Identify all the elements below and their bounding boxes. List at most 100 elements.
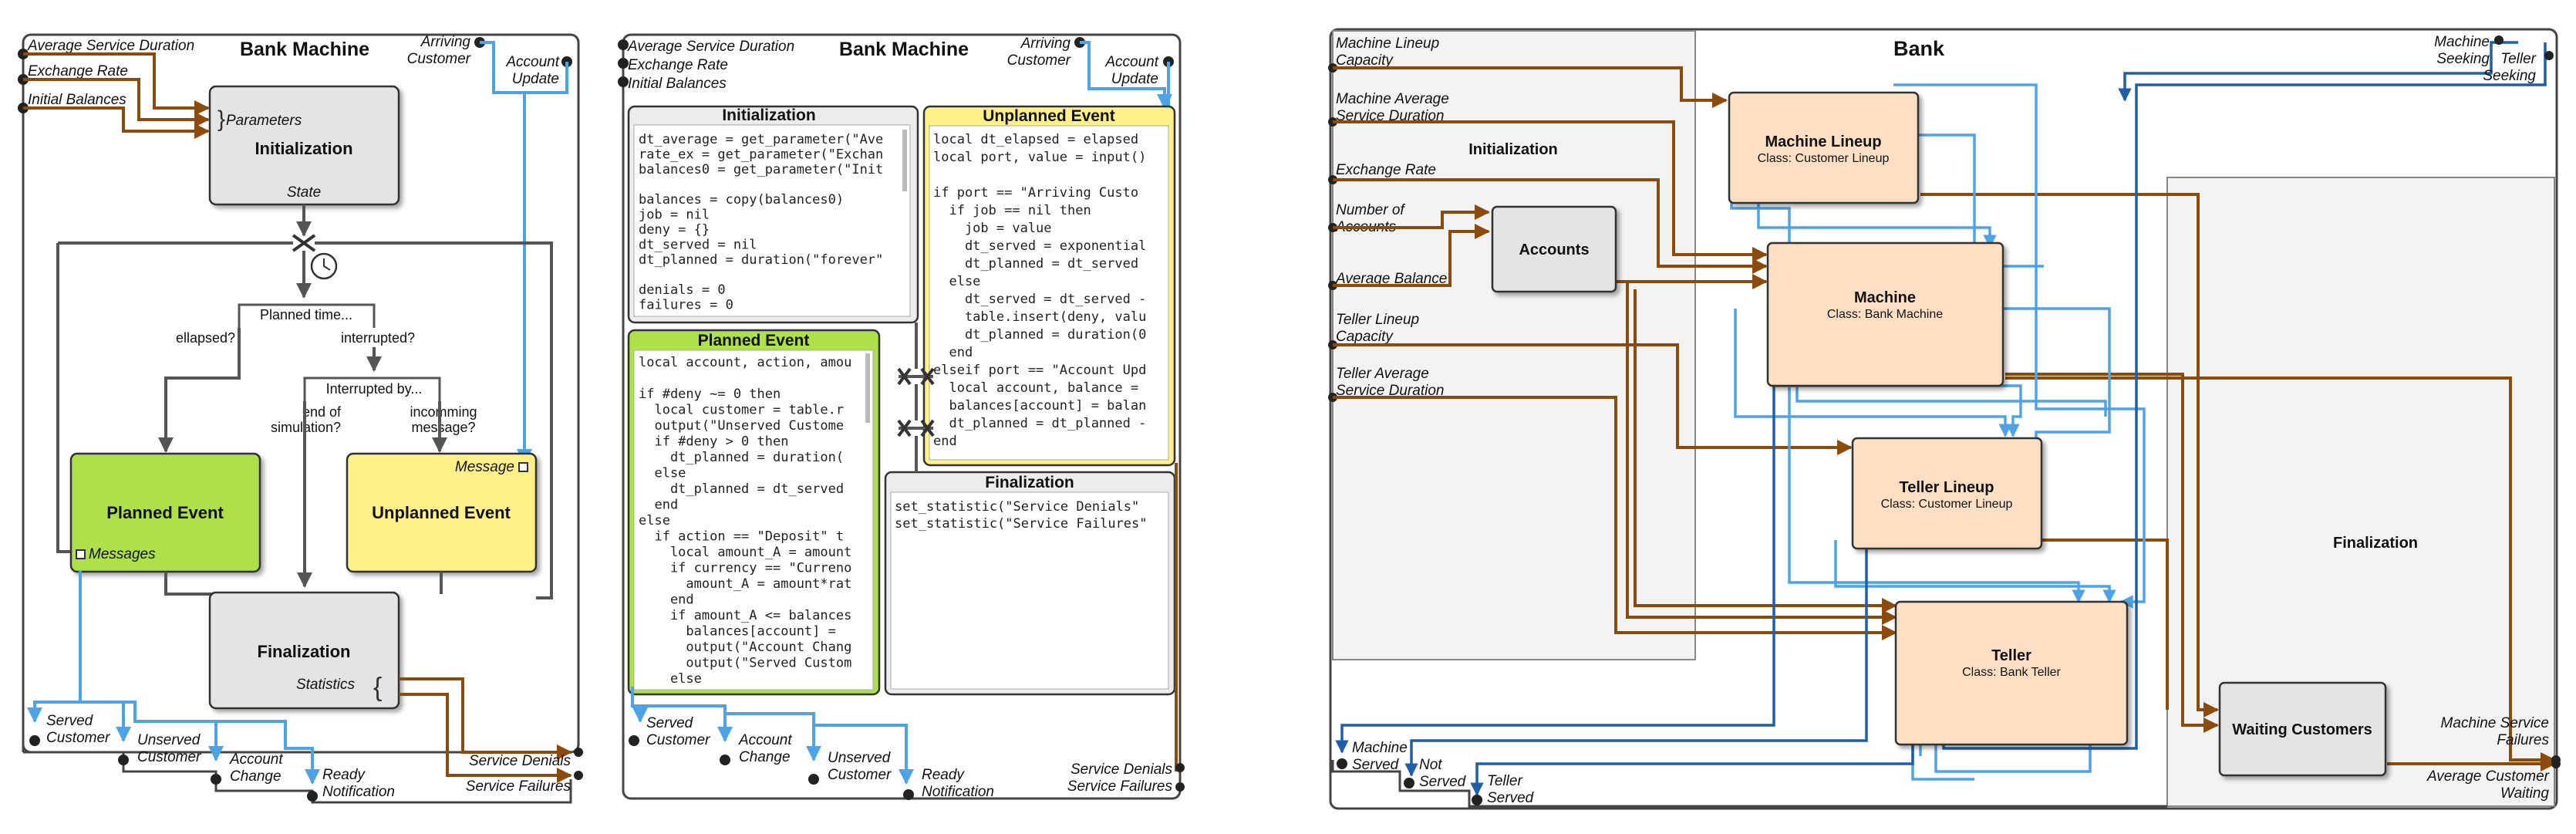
code-line: rate_ex = get_parameter("Exchan bbox=[639, 147, 883, 163]
output-port[interactable] bbox=[118, 755, 129, 765]
connector bbox=[725, 712, 821, 761]
output-label: Waiting bbox=[2500, 785, 2549, 802]
input-port[interactable] bbox=[618, 76, 629, 87]
panel-bank-machine-flow: Bank Machine Average Service Duration Ex… bbox=[18, 33, 583, 804]
brace: } bbox=[217, 106, 225, 132]
output-label: Unserved bbox=[828, 750, 892, 766]
input-label: Exchange Rate bbox=[1336, 162, 1436, 178]
panel1-title: Bank Machine bbox=[240, 39, 369, 60]
decision-label: interrupted? bbox=[341, 330, 415, 346]
update-label: Update bbox=[1111, 71, 1158, 87]
input-port[interactable] bbox=[618, 58, 629, 69]
code-line: dt_planned = dt_served bbox=[639, 481, 844, 497]
output-port[interactable] bbox=[574, 748, 583, 757]
connector bbox=[158, 328, 241, 453]
brace: { bbox=[373, 673, 382, 702]
code-line: else bbox=[639, 513, 670, 528]
scrollbar[interactable] bbox=[902, 130, 907, 191]
input-port[interactable] bbox=[618, 39, 629, 50]
arriving-label: Customer bbox=[1007, 52, 1071, 69]
decision-label: Planned time... bbox=[260, 307, 352, 322]
state-label: State bbox=[287, 184, 321, 201]
panel-bank-machine-code: Bank Machine Average Service Duration Ex… bbox=[618, 33, 1185, 800]
output-port[interactable] bbox=[1175, 782, 1185, 792]
machine-title: Machine bbox=[1854, 289, 1916, 306]
code-line: else bbox=[639, 466, 686, 481]
update-label: Update bbox=[512, 71, 559, 87]
output-port[interactable] bbox=[307, 791, 318, 802]
output-label: Customer bbox=[646, 732, 710, 748]
code-editor[interactable] bbox=[890, 491, 1169, 690]
output-port[interactable] bbox=[211, 774, 221, 785]
brown-wires bbox=[1333, 66, 2556, 772]
code-line: dt_served = dt_served - bbox=[933, 292, 1146, 307]
code-line: denials = 0 bbox=[639, 282, 726, 298]
decision-label: end of bbox=[302, 404, 342, 420]
panel-bank: Bank Initialization Finalization Machine… bbox=[1328, 28, 2561, 810]
output-port[interactable] bbox=[2544, 51, 2554, 60]
scrollbar[interactable] bbox=[865, 353, 870, 423]
accounts-box[interactable] bbox=[1491, 205, 1617, 293]
output-port[interactable] bbox=[29, 735, 40, 746]
code-line: elseif port == "Account Upd bbox=[933, 363, 1146, 378]
code-line: balances[account] = balan bbox=[933, 398, 1146, 414]
connector bbox=[399, 693, 572, 783]
output-port[interactable] bbox=[808, 774, 819, 785]
input-label: Capacity bbox=[1336, 329, 1394, 345]
output-port[interactable] bbox=[1404, 778, 1414, 788]
code-editor[interactable] bbox=[633, 124, 911, 317]
output-port[interactable] bbox=[2551, 759, 2561, 768]
finalization-box[interactable] bbox=[208, 591, 400, 710]
junction-icon bbox=[897, 367, 935, 386]
message-port[interactable] bbox=[518, 462, 528, 472]
code-line: amount_A = amount*rat bbox=[639, 576, 851, 592]
output-label: Served bbox=[46, 713, 94, 729]
code-line: local amount_A = amount bbox=[639, 545, 851, 560]
teller-lineup-box[interactable] bbox=[1851, 437, 2043, 550]
planned-event-title: Planned Event bbox=[106, 503, 224, 522]
loop-line bbox=[58, 241, 553, 599]
messages-port[interactable] bbox=[76, 549, 86, 559]
output-port[interactable] bbox=[1175, 763, 1185, 772]
output-label: Failures bbox=[2497, 732, 2549, 748]
update-label: Account bbox=[1104, 54, 1158, 70]
output-port[interactable] bbox=[574, 771, 583, 780]
output-port[interactable] bbox=[629, 735, 639, 746]
connector bbox=[480, 41, 526, 459]
finalization-title: Finalization bbox=[258, 642, 351, 661]
machine-lineup-title: Machine Lineup bbox=[1765, 133, 1881, 150]
code-line: if job == nil then bbox=[933, 203, 1091, 218]
waiting-customers-box[interactable] bbox=[2218, 681, 2387, 777]
code-editor[interactable] bbox=[633, 349, 874, 690]
output-port[interactable] bbox=[1337, 758, 1347, 769]
code-block-title: Finalization bbox=[985, 474, 1074, 491]
code-editor[interactable] bbox=[929, 125, 1169, 461]
code-line: local dt_elapsed = elapsed bbox=[933, 132, 1138, 147]
output-label: Seeking bbox=[2483, 68, 2536, 84]
output-label: Machine bbox=[2434, 34, 2490, 50]
output-port[interactable] bbox=[903, 789, 914, 800]
machine-box[interactable] bbox=[1766, 241, 2004, 387]
arriving-label: Customer bbox=[407, 51, 471, 67]
code-line: balances0 = get_parameter("Init bbox=[639, 162, 883, 177]
arriving-label: Arriving bbox=[1020, 35, 1071, 52]
connector bbox=[23, 52, 210, 116]
unplanned-event-title: Unplanned Event bbox=[372, 503, 511, 522]
teller-box[interactable] bbox=[1894, 600, 2129, 746]
output-port[interactable] bbox=[2494, 35, 2504, 45]
code-line: if #deny > 0 then bbox=[639, 434, 788, 450]
connector bbox=[399, 677, 572, 760]
output-label: Served bbox=[1352, 757, 1400, 773]
decision-branch bbox=[303, 376, 441, 401]
decision-label: Interrupted by... bbox=[326, 381, 423, 397]
code-line: failures = 0 bbox=[639, 298, 733, 313]
code-line: else bbox=[639, 671, 702, 687]
output-port[interactable] bbox=[720, 755, 730, 765]
machine-lineup-box[interactable] bbox=[1728, 91, 1920, 204]
code-line: dt_planned = duration("forever" bbox=[639, 252, 883, 268]
output-port[interactable] bbox=[1472, 795, 1482, 805]
input-label: Service Duration bbox=[1336, 108, 1444, 124]
junction-icon bbox=[897, 419, 935, 437]
